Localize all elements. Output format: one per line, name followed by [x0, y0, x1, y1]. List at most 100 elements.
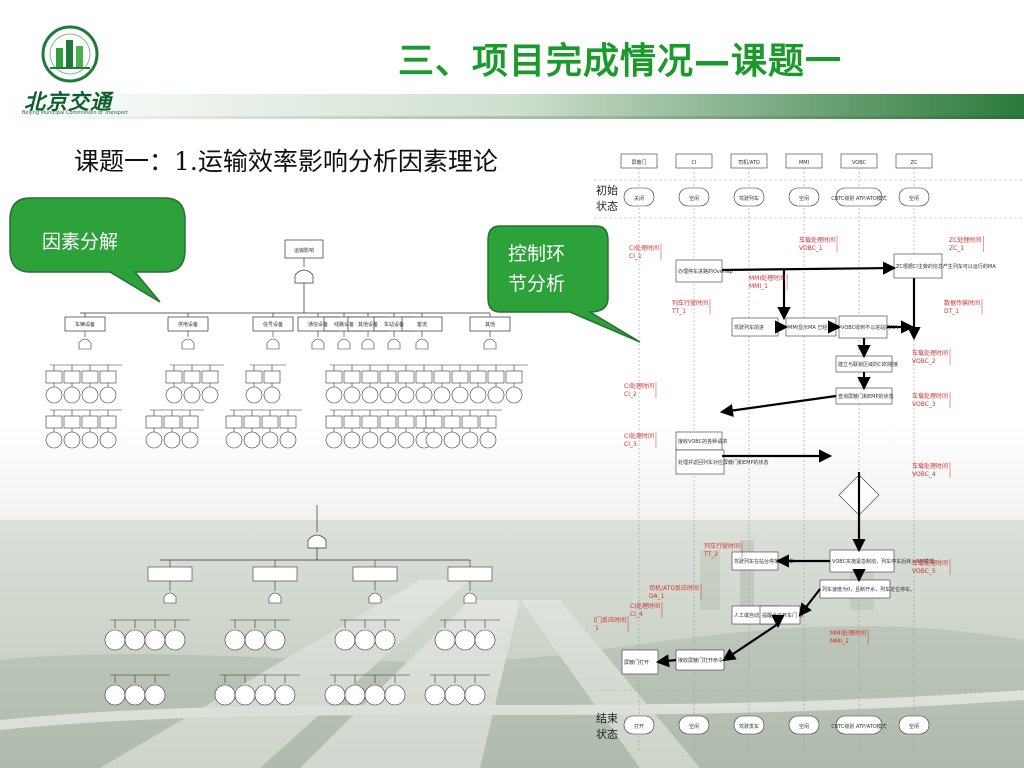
- final-state-text: CBTC级别 ATP/ATO模式: [831, 723, 887, 730]
- process-box-text: 接收屏蔽门打开命令: [678, 657, 723, 664]
- initial-state-text: CBTC级别 ATP/ATO模式: [831, 195, 887, 202]
- column-header-label: VOBC: [852, 160, 867, 166]
- logo-subtext: Beijing Municipal Commission of Transpor…: [22, 110, 128, 116]
- tree-node-label: 车站设备: [384, 321, 404, 328]
- process-box-14: [621, 649, 659, 675]
- process-box-text: VOBC收到不以进站的MA: [841, 324, 898, 331]
- lower-tree-node-2: [352, 566, 398, 582]
- initial-state-1: [678, 187, 710, 207]
- final-state-text: 打开: [634, 723, 644, 730]
- column-header-label: 屏蔽门: [631, 159, 646, 166]
- tree-node-label: 车辆设备: [75, 321, 95, 328]
- process-box-text: 列车速度为0，且断开水，列车定位停车。: [822, 586, 915, 593]
- tree-node-label: 其他: [485, 321, 495, 328]
- slide-subtitle: 课题一：1.运输效率影响分析因素理论: [74, 147, 498, 176]
- initial-state-4: [835, 187, 883, 207]
- process-box-text: ZC根据CI主旁的信息产生列车可以运行的MA: [896, 263, 996, 270]
- process-box-text: 接收VOBC的各种请求: [678, 438, 727, 445]
- final-state-4: [835, 715, 883, 735]
- lower-tree-node-3: [447, 566, 493, 582]
- process-box-text: 驾驶列车在站台停车点停车: [734, 558, 794, 565]
- process-box-text: 办理停车进路的Overlap: [678, 268, 733, 275]
- bubble-right-text-1: 控制环: [508, 243, 565, 265]
- initial-state-2: [733, 187, 765, 207]
- process-box-text: 提醒允许开车门: [762, 612, 797, 619]
- process-box-1: [893, 253, 943, 279]
- initial-state-label-2: 状态: [596, 199, 618, 213]
- initial-state-label: 初始: [596, 183, 618, 197]
- final-state-1: [678, 715, 710, 735]
- logo-text: 北京交通: [24, 90, 112, 114]
- tree-node-label: 信号设备: [263, 321, 283, 328]
- column-header-label: CI: [692, 160, 697, 166]
- process-box-text: 建立与联锁区域的CI的链接: [838, 361, 898, 368]
- process-box-text: 屏蔽门打开: [624, 659, 649, 666]
- bubble-left-text: 因素分解: [42, 231, 118, 253]
- tree-node-label: 其他设备: [358, 321, 378, 328]
- header: 北京交通 Beijing Municipal Commission of Tra…: [0, 0, 1024, 125]
- lower-tree-node-0: [147, 566, 193, 582]
- initial-state-text: 空闲: [909, 195, 919, 202]
- timer-text: 屏蔽门反应时间SC_1: [594, 616, 626, 632]
- initial-state-text: 空闲: [799, 195, 809, 202]
- initial-state-text: 驾驶列车: [739, 195, 759, 202]
- page-title: 三、项目完成情况—课题一: [398, 41, 843, 82]
- process-box-text: VOBC实施紧急制动，列车停车后转入RM模式: [832, 558, 934, 565]
- final-state-5: [898, 715, 930, 735]
- fault-tree-diagram: 车辆设备供电设备信号设备通信设备线路设备其他设备车站设备客流其他运输影响列车运行…: [45, 239, 528, 706]
- final-state-2: [733, 715, 765, 735]
- initial-state-text: 空闲: [689, 195, 699, 202]
- final-state-text: 空闲: [799, 723, 809, 730]
- lower-tree-node-1: [252, 566, 298, 582]
- final-state-label-2: 状态: [596, 727, 618, 741]
- tree-node-label: 供电设备: [178, 321, 198, 328]
- header-band-line: [0, 116, 1024, 119]
- header-band: [0, 94, 1024, 118]
- initial-state-3: [788, 187, 820, 207]
- process-box-text: 查询屏蔽门和EMP的状态: [838, 393, 894, 400]
- final-state-text: 驾驶发车: [739, 723, 759, 730]
- process-box-text: 处理并返回列车对应屏蔽门和EMP的状态: [678, 459, 769, 466]
- final-state-text: 空闲: [909, 723, 919, 730]
- final-state-0: [623, 715, 655, 735]
- initial-state-5: [898, 187, 930, 207]
- process-box-8: [675, 449, 725, 475]
- final-state-label: 结束: [596, 712, 618, 725]
- tree-root-label: 运输影响: [294, 247, 314, 254]
- logo-emblem-icon: [41, 25, 99, 83]
- column-header-label: ZC: [911, 160, 918, 166]
- final-state-text: 空闲: [689, 723, 699, 730]
- bubble-factor-decomposition: 因素分解: [9, 197, 186, 303]
- column-header-label: 司机/ATO: [738, 159, 760, 166]
- process-box-0: [675, 259, 723, 283]
- process-box-text: MMI显示MA 已经延伸进站: [788, 324, 847, 331]
- tree-node-label: 线路设备: [334, 321, 354, 328]
